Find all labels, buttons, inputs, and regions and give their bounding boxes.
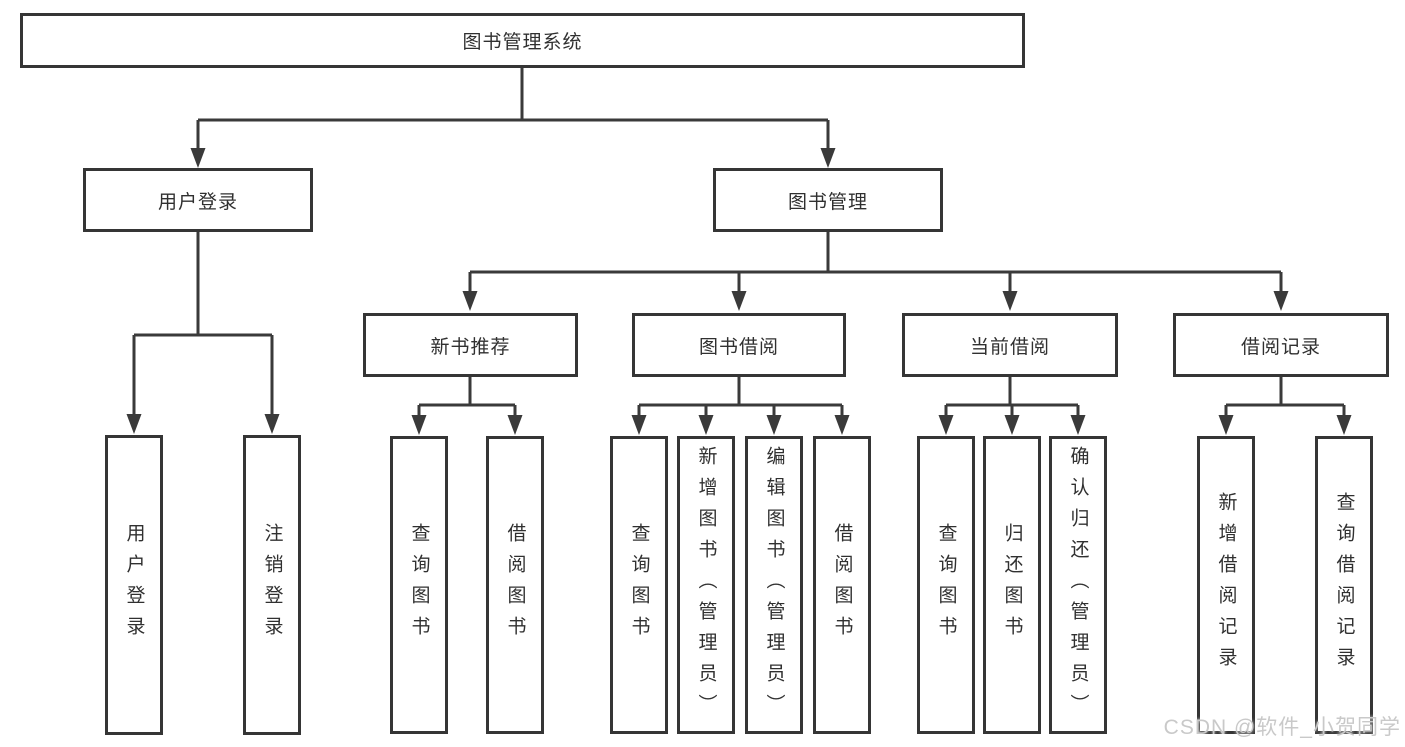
node-library-system: 图书管理系统 bbox=[20, 13, 1025, 68]
node-user-login: 用户登录 bbox=[83, 168, 313, 232]
leaf-label: 新增借阅记录 bbox=[1215, 492, 1237, 678]
csdn-watermark: CSDN @软件_小贺同学 bbox=[1163, 716, 1401, 739]
leaf-add-book-admin: 新增图书（管理员） bbox=[677, 436, 735, 734]
leaf-borrow-books-recommend: 借阅图书 bbox=[486, 436, 544, 734]
node-new-book-recommend: 新书推荐 bbox=[363, 313, 578, 377]
leaf-label: 确认归还（管理员） bbox=[1067, 445, 1089, 725]
leaf-label: 借阅图书 bbox=[504, 523, 526, 647]
leaf-query-books-recommend: 查询图书 bbox=[390, 436, 448, 734]
node-current-borrow: 当前借阅 bbox=[902, 313, 1118, 377]
leaf-label: 查询图书 bbox=[935, 523, 957, 647]
leaf-borrow-books: 借阅图书 bbox=[813, 436, 871, 734]
node-label: 借阅记录 bbox=[1240, 336, 1321, 358]
node-label: 用户登录 bbox=[157, 191, 238, 213]
leaf-add-borrow-record: 新增借阅记录 bbox=[1197, 436, 1255, 734]
leaf-query-books-current: 查询图书 bbox=[917, 436, 975, 734]
leaf-label: 新增图书（管理员） bbox=[695, 445, 717, 725]
node-label: 图书借阅 bbox=[698, 336, 779, 358]
node-label: 当前借阅 bbox=[969, 336, 1050, 358]
leaf-label: 查询图书 bbox=[628, 523, 650, 647]
leaf-label: 编辑图书（管理员） bbox=[763, 445, 785, 725]
leaf-label: 用户登录 bbox=[123, 523, 145, 647]
leaf-query-borrow-record: 查询借阅记录 bbox=[1315, 436, 1373, 734]
leaf-label: 查询借阅记录 bbox=[1333, 492, 1355, 678]
node-label: 新书推荐 bbox=[430, 336, 511, 358]
node-label: 图书管理系统 bbox=[462, 32, 583, 53]
leaf-confirm-return-admin: 确认归还（管理员） bbox=[1049, 436, 1107, 734]
node-book-management: 图书管理 bbox=[713, 168, 943, 232]
leaf-return-book: 归还图书 bbox=[983, 436, 1041, 734]
leaf-query-books-borrow: 查询图书 bbox=[610, 436, 668, 734]
leaf-label: 归还图书 bbox=[1001, 523, 1023, 647]
leaf-label: 注销登录 bbox=[261, 523, 283, 647]
node-book-borrow: 图书借阅 bbox=[632, 313, 846, 377]
leaf-label: 借阅图书 bbox=[831, 523, 853, 647]
leaf-logout: 注销登录 bbox=[243, 435, 301, 735]
node-borrow-record: 借阅记录 bbox=[1173, 313, 1389, 377]
leaf-label: 查询图书 bbox=[408, 523, 430, 647]
leaf-edit-book-admin: 编辑图书（管理员） bbox=[745, 436, 803, 734]
node-label: 图书管理 bbox=[787, 191, 868, 213]
leaf-user-login: 用户登录 bbox=[105, 435, 163, 735]
